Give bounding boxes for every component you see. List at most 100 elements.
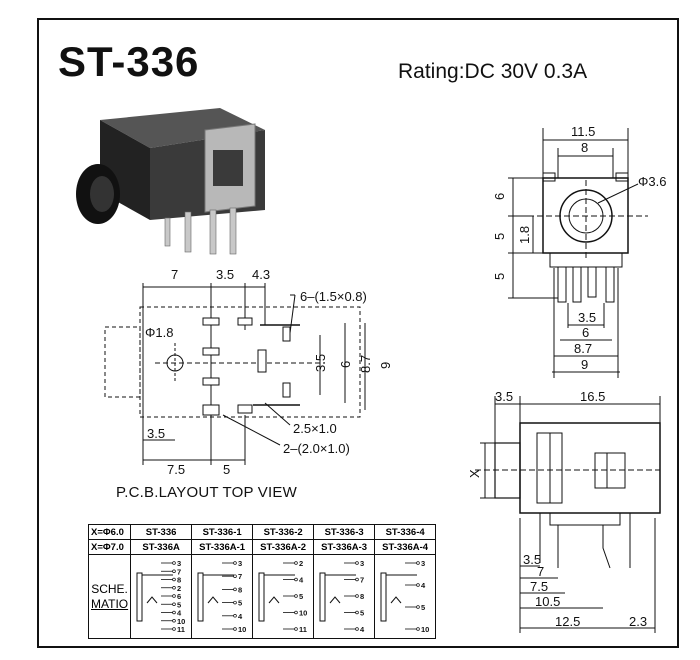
schematic-label-1: SCHE. [91,581,128,596]
schematic-label-cell: SCHE.MATIO [87,554,132,639]
front-dim-6: 6 [492,193,507,200]
side-dim-b-10-5: 10.5 [535,594,560,609]
side-dim-16-5: 16.5 [580,389,605,404]
pin-label: 5 [299,592,303,601]
rating-text: Rating:DC 30V 0.3A [398,60,588,83]
front-view-drawing: 11.5 8 Φ3.6 6 5 1.8 5 3.5 6 8.7 9 [492,124,666,378]
front-dim-9: 9 [581,357,588,372]
side-dim-b-2-3: 2.3 [629,614,647,629]
model-title: ST-336 [58,38,200,85]
side-dim-b-7-5: 7.5 [530,579,548,594]
pin-label: 8 [177,576,181,585]
pin-label: 3 [360,559,364,568]
table-row: X=Φ6.0 ST-336 ST-336-1 ST-336-2 ST-336-3… [87,524,437,540]
pcb-slot-top: 6–(1.5×0.8) [300,289,367,304]
pin-label: 10 [421,625,429,634]
schematic-label-2: MATIO [91,596,129,611]
pcb-slot-bot: 2–(2.0×1.0) [283,441,350,456]
pcb-layout-drawing: 7 3.5 4.3 Φ1.8 6–(1.5×0.8) 3.5 6 8.7 9 2… [104,267,393,477]
front-dim-8: 8 [581,140,588,155]
schematic-cell: 3 4 5 10 [374,554,437,639]
front-dim-3-5: 3.5 [578,310,596,325]
pin-label: 5 [238,599,242,608]
pcb-dim-bot-5: 5 [223,462,230,477]
table-row: X=Φ7.0 ST-336A ST-336A-1 ST-336A-2 ST-33… [87,539,437,555]
table-cell: ST-336-1 [191,524,254,540]
pin-label: 8 [360,592,364,601]
pin-label: 10 [177,617,185,626]
side-dim-b-7: 7 [537,564,544,579]
table-cell: ST-336-2 [252,524,315,540]
outer-frame [37,18,679,648]
pcb-dim-v-8-7: 8.7 [358,355,373,373]
pin-label: 4 [360,625,365,634]
pin-label: 7 [238,572,242,581]
pcb-caption: P.C.B.LAYOUT TOP VIEW [116,484,297,501]
pcb-dim-7: 7 [171,267,178,282]
pcb-dim-v-6: 6 [338,361,353,368]
pin-label: 10 [238,625,246,634]
pin-label: 3 [238,559,242,568]
pin-label: 5 [421,603,425,612]
pin-label: 6 [177,592,181,601]
schematic-diagram: 3 4 5 10 [380,559,429,634]
table-cell: ST-336A-1 [191,539,254,555]
schematic-cell: 2 4 5 10 11 [252,554,315,639]
variant-table: X=Φ6.0 ST-336 ST-336-1 ST-336-2 ST-336-3… [87,524,437,639]
pcb-hole-diameter: Φ1.8 [145,325,173,340]
pin-label: 4 [177,609,182,618]
table-cell: ST-336A [130,539,193,555]
front-dim-5b: 5 [492,273,507,280]
pin-label: 10 [299,609,307,618]
pin-label: 11 [177,625,185,634]
pin-label: 8 [238,585,242,594]
table-row-head: X=Φ7.0 [87,539,132,555]
pin-label: 3 [177,559,181,568]
pin-label: 5 [360,609,364,618]
pin-label: 11 [299,625,307,634]
table-cell: ST-336 [130,524,193,540]
front-dim-1-8: 1.8 [517,226,532,244]
side-view-drawing: 3.5 16.5 X 3.5 7 7.5 10.5 12.5 2.3 [467,389,661,633]
schematic-cell: 3 7 8 5 4 10 [191,554,254,639]
side-dim-3-5: 3.5 [495,389,513,404]
pcb-dim-v-9: 9 [378,362,393,369]
pin-label: 4 [421,581,426,590]
pcb-dim-v-3-5: 3.5 [313,354,328,372]
side-dim-b-12-5: 12.5 [555,614,580,629]
side-dim-b-3-5: 3.5 [523,552,541,567]
schematic-diagram: 3 7 8 5 4 [319,559,365,634]
pin-label: 4 [299,576,304,585]
table-cell: ST-336-4 [374,524,437,540]
pcb-dim-3-5: 3.5 [216,267,234,282]
pin-label: 5 [177,600,181,609]
front-dim-11-5: 11.5 [571,124,595,139]
table-cell: ST-336-3 [313,524,376,540]
pcb-slot-mid: 2.5×1.0 [293,421,337,436]
front-dim-5: 5 [492,233,507,240]
schematic-diagram: 2 4 5 10 11 [258,559,307,634]
table-cell: ST-336A-4 [374,539,437,555]
front-dim-8-7: 8.7 [574,341,592,356]
side-dim-x: X [467,469,482,478]
pin-label: 7 [360,576,364,585]
pcb-dim-bot-7-5: 7.5 [167,462,185,477]
schematic-cell: 3 7 8 5 4 [313,554,376,639]
front-dim-6b: 6 [582,325,589,340]
pcb-dim-bot-3-5: 3.5 [147,426,165,441]
pin-label: 2 [299,559,303,568]
table-cell: ST-336A-2 [252,539,315,555]
pcb-dim-4-3: 4.3 [252,267,270,282]
table-row-head: X=Φ6.0 [87,524,132,540]
pin-label: 3 [421,559,425,568]
schematic-diagram: 3 7 8 5 4 10 [197,559,246,634]
product-photo [76,108,265,255]
pin-label: 2 [177,584,181,593]
table-cell: ST-336A-3 [313,539,376,555]
pin-label: 7 [177,567,181,576]
pin-label: 4 [238,612,243,621]
